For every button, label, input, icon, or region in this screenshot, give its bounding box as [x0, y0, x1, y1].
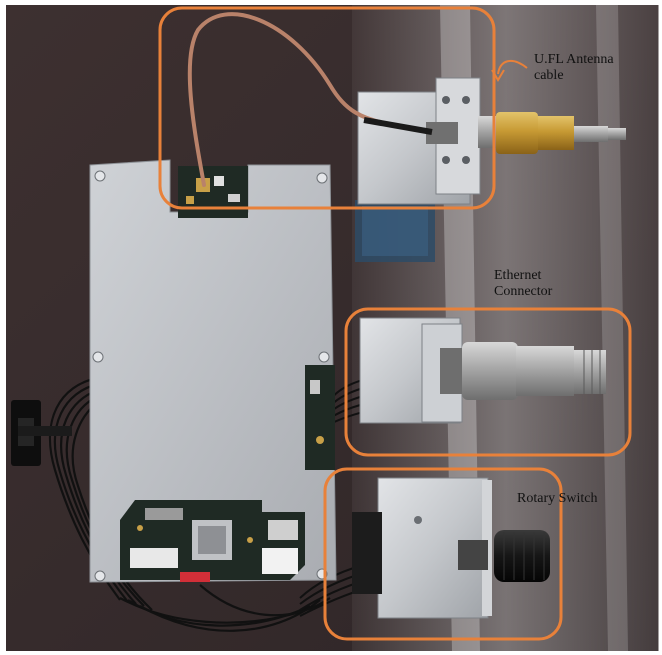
antenna-callout-line2: cable [534, 68, 564, 83]
ethernet-connector [440, 342, 606, 400]
antenna-highlight-box [158, 6, 496, 210]
rotary-callout-label: Rotary Switch [517, 491, 598, 507]
curved-arrow-icon [491, 59, 528, 82]
ethernet-callout-line1: Ethernet [494, 268, 542, 283]
bottom-pcb [120, 500, 305, 582]
antenna-bracket [357, 77, 481, 205]
rotary-knob [458, 530, 550, 582]
antenna-callout-label: U.FL Antenna cable [534, 52, 614, 84]
antenna-callout-line1: U.FL Antenna [534, 52, 614, 67]
cable-clip [11, 400, 72, 466]
rotary-callout-line1: Rotary Switch [517, 491, 598, 506]
antenna-pcb [178, 166, 248, 218]
side-pcb [305, 365, 335, 470]
rotary-highlight-box [323, 467, 563, 641]
ufl-cable-jacket [363, 117, 433, 135]
ethernet-callout-label: Ethernet Connector [494, 268, 552, 300]
main-board-plate [89, 159, 337, 583]
ethernet-highlight-box [344, 307, 632, 457]
ufl-cable [187, 12, 432, 187]
wire-bundle-left [48, 376, 331, 632]
ethernet-callout-line2: Connector [494, 284, 553, 299]
